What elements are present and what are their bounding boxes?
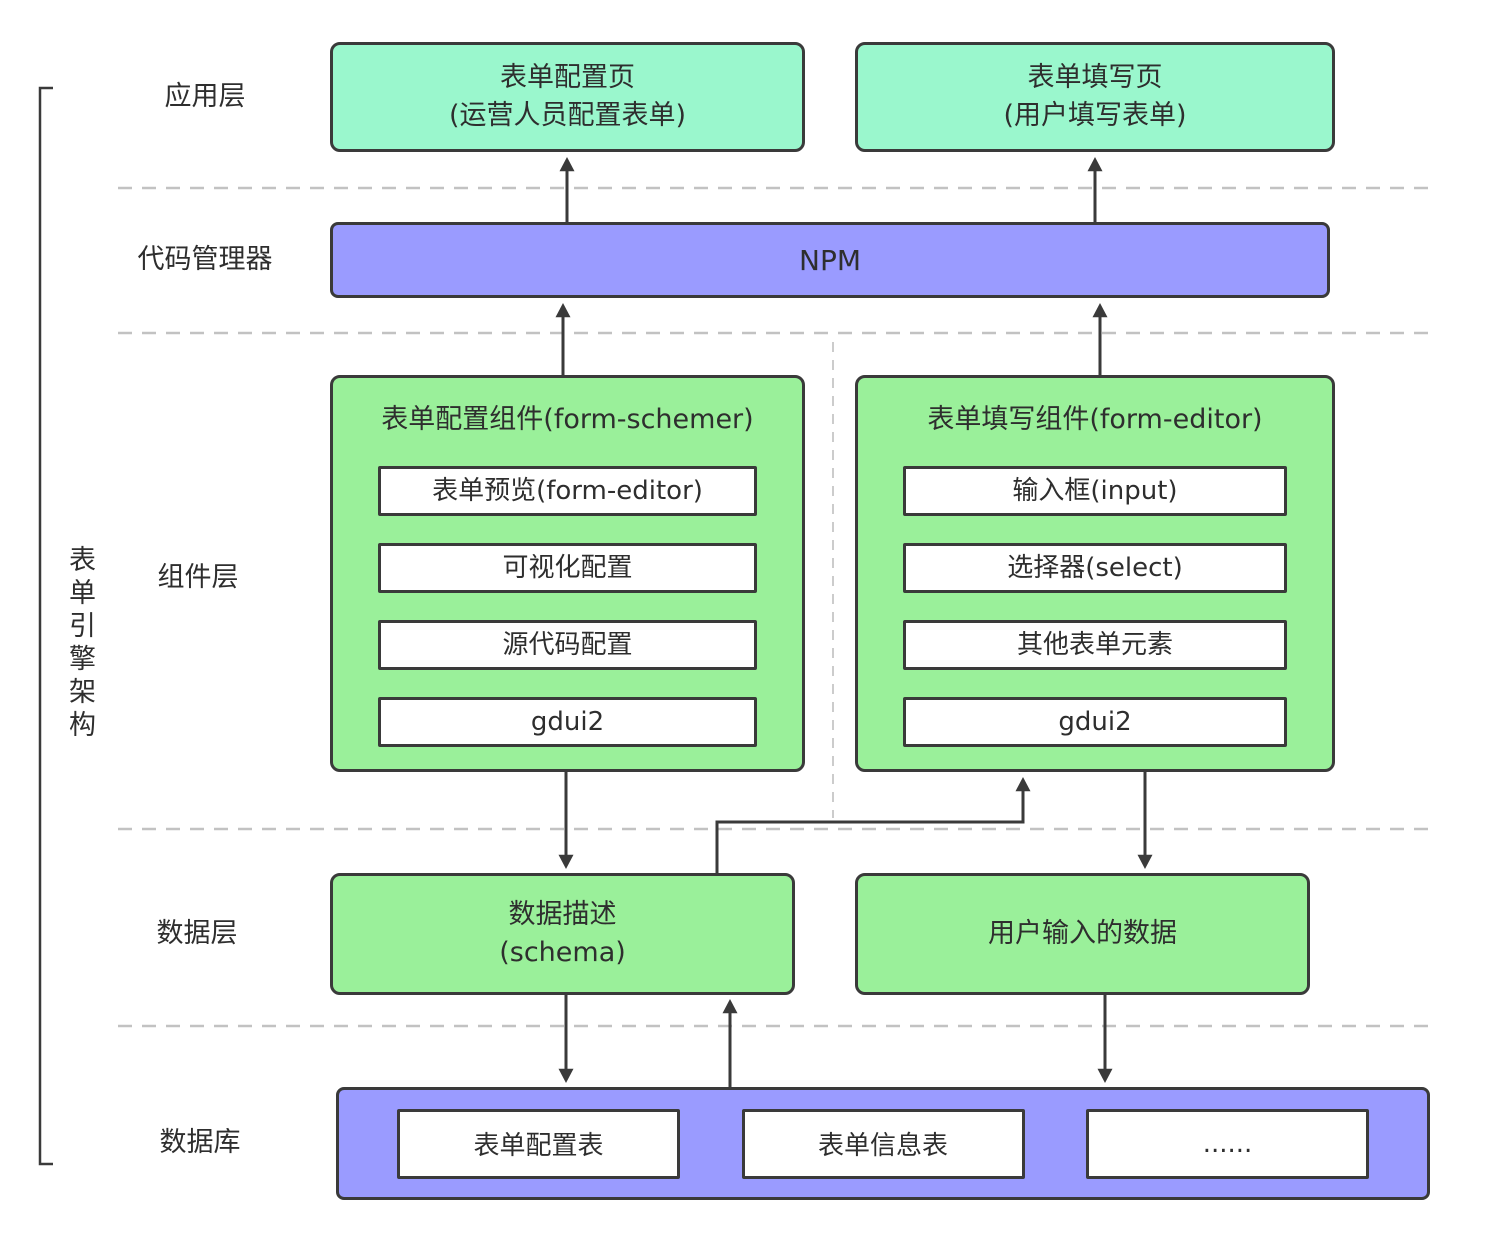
data-box-schema-line2: (schema) <box>499 937 626 968</box>
label-comp-layer: 组件层 <box>157 562 239 593</box>
comp-item: 输入框(input) <box>903 466 1287 516</box>
data-box-schema: 数据描述 (schema) <box>330 873 795 995</box>
comp-item: gdui2 <box>378 697 757 747</box>
app-box-config-page-line2: (运营人员配置表单) <box>448 100 687 131</box>
comp-box-form-schemer-title: 表单配置组件(form-schemer) <box>381 404 754 435</box>
comp-box-form-editor-title: 表单填写组件(form-editor) <box>927 404 1263 435</box>
comp-item: gdui2 <box>903 697 1287 747</box>
comp-item: 源代码配置 <box>378 620 757 670</box>
comp-item: 表单预览(form-editor) <box>378 466 757 516</box>
data-box-user-input-line1: 用户输入的数据 <box>988 918 1177 949</box>
app-box-fill-page-line2: (用户填写表单) <box>1003 100 1187 131</box>
npm-box: NPM <box>330 222 1330 298</box>
label-app-layer: 应用层 <box>164 81 246 112</box>
data-box-schema-line1: 数据描述 <box>508 899 617 930</box>
comp-item: 选择器(select) <box>903 543 1287 593</box>
comp-box-form-schemer: 表单配置组件(form-schemer) 表单预览(form-editor) 可… <box>330 375 805 772</box>
db-table-box: 表单配置表 <box>397 1108 680 1179</box>
app-box-fill-page-line1: 表单填写页 <box>1027 62 1163 93</box>
diagram-title: 表单引擎架构 <box>64 545 95 743</box>
data-box-user-input: 用户输入的数据 <box>855 873 1310 995</box>
db-box: 表单配置表 表单信息表 ...... <box>336 1087 1430 1200</box>
comp-item: 可视化配置 <box>378 543 757 593</box>
app-box-config-page: 表单配置页 (运营人员配置表单) <box>330 42 805 152</box>
npm-box-label: NPM <box>799 243 861 277</box>
comp-box-form-editor: 表单填写组件(form-editor) 输入框(input) 选择器(selec… <box>855 375 1335 772</box>
label-npm-layer: 代码管理器 <box>137 244 273 275</box>
label-db-layer: 数据库 <box>159 1127 241 1158</box>
comp-item: 其他表单元素 <box>903 620 1287 670</box>
label-data-layer: 数据层 <box>156 918 238 949</box>
app-box-fill-page: 表单填写页 (用户填写表单) <box>855 42 1335 152</box>
bracket <box>38 86 53 1166</box>
db-table-box: 表单信息表 <box>741 1108 1025 1179</box>
arrow-schema-to-comp-right <box>715 777 1031 873</box>
app-box-config-page-line1: 表单配置页 <box>500 62 635 93</box>
db-table-box: ...... <box>1086 1108 1369 1179</box>
